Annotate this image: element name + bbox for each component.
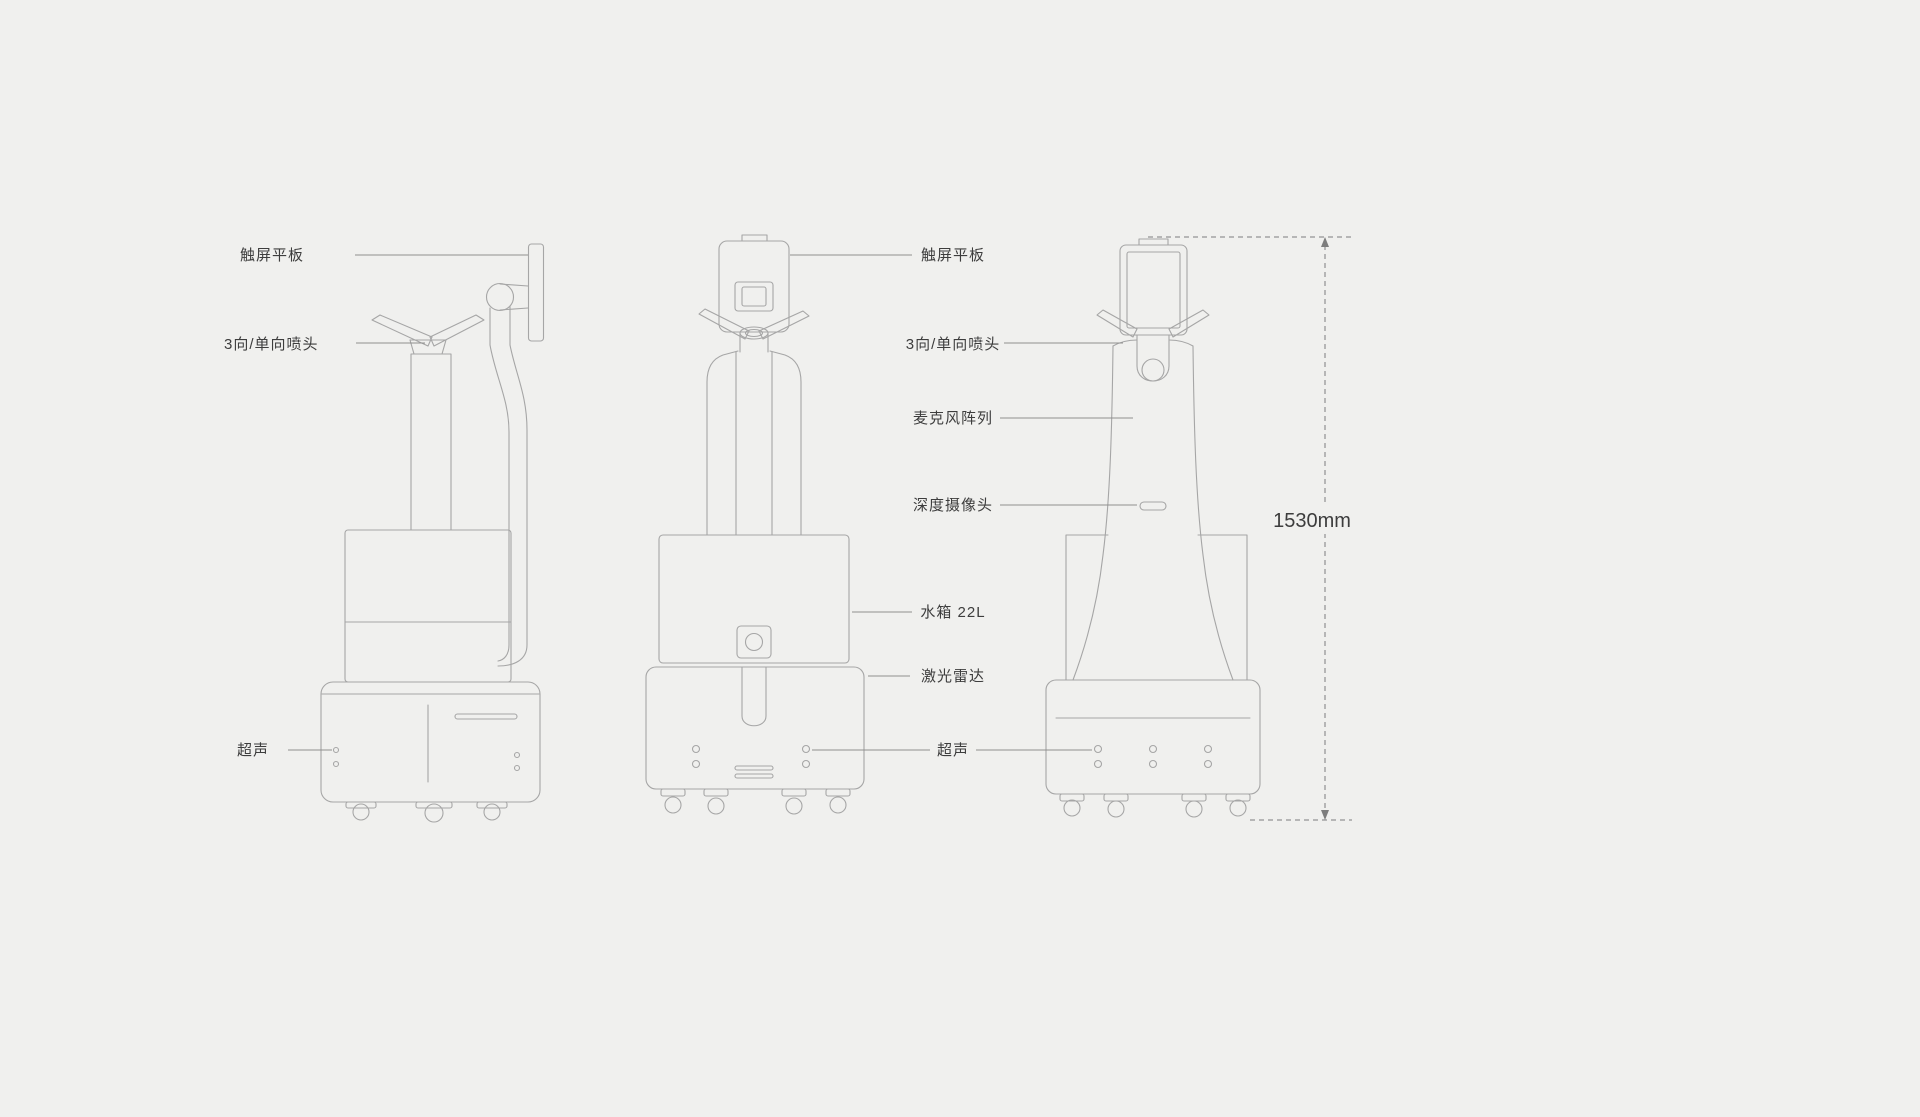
nozzle-left-wing [698,308,750,340]
speaker-grill [734,773,774,779]
ultrasonic-sensor [1203,744,1213,754]
label-mic-array: 麦克风阵列 [912,410,993,427]
wheel [707,797,725,815]
label-nozzle-center: 3向/单向喷头 [905,336,1001,353]
label-nozzle-left: 3向/单向喷头 [224,336,319,353]
side-tube-outer [497,344,528,667]
label-touchscreen-center: 触屏平板 [920,247,985,264]
ultrasonic-sensor [1148,759,1158,769]
wheel [483,803,501,821]
label-water-tank: 水箱 22L [920,604,986,621]
base-front [1045,679,1261,795]
neck-joint [1141,358,1165,382]
robot-front-view [1045,238,1261,818]
ultrasonic-sensor [691,744,701,754]
tank-right-side [1197,534,1248,681]
depth-camera-slot [1139,501,1167,511]
water-tank-back [658,534,850,664]
tablet-side-outline [527,243,545,342]
nozzle-left-wing [1096,309,1138,338]
dimension-arrow-down [1321,810,1329,820]
torso-left-edge [1072,345,1114,681]
label-ultrasonic-center: 超声 [936,742,969,759]
nozzle-left-wing [371,314,433,347]
label-depth-camera: 深度摄像头 [912,497,993,514]
robot-side-view [320,243,545,823]
tablet-joint [485,282,515,312]
label-ultrasonic-left: 超声 [237,742,270,759]
neck-bracket [1136,334,1170,382]
nozzle-right-wing [1168,309,1210,338]
tablet-screen [1126,251,1181,329]
ultrasonic-sensor [691,759,701,769]
ultrasonic-sensor [1203,759,1213,769]
ultrasonic-sensor [801,744,811,754]
ultrasonic-sensor [1093,744,1103,754]
dimension-label: 1530mm [1273,510,1351,532]
wheel [1107,800,1125,818]
ultrasonic-sensor [332,760,340,768]
ultrasonic-sensor [1148,744,1158,754]
ultrasonic-sensor [1093,759,1103,769]
wheel [352,803,370,821]
nozzle-right-wing [758,310,810,340]
base-back [645,666,865,790]
base-slot [741,666,767,727]
wheel [1229,799,1247,817]
wheel [424,803,444,823]
tablet-back-outline [718,240,790,333]
nozzle-right-wing [429,314,485,347]
nozzle-tube [739,326,769,340]
base-side [320,681,541,803]
robot-back-view [645,234,865,815]
ultrasonic-sensor [513,751,521,759]
tank-left-side [1065,534,1109,681]
water-tank-side [344,529,512,683]
ultrasonic-sensor [513,764,521,772]
lift-column [410,353,452,531]
label-touchscreen-left: 触屏平板 [240,247,305,264]
ultrasonic-sensor [801,759,811,769]
tablet-front-outline [1119,244,1188,336]
height-dimension: 1530mm [1148,236,1356,821]
wheel [785,797,803,815]
leader-lines [288,254,1137,751]
speaker-grill [734,765,774,771]
tablet-mount [734,281,774,312]
wheel [829,796,847,814]
dimension-arrow-up [1321,237,1329,247]
wheel [1185,800,1203,818]
ultrasonic-sensor [332,746,340,754]
torso-right-edge [1192,345,1234,681]
wheel [664,796,682,814]
label-lidar: 激光雷达 [920,668,985,685]
wheel [1063,799,1081,817]
side-tube-inner [489,344,510,662]
